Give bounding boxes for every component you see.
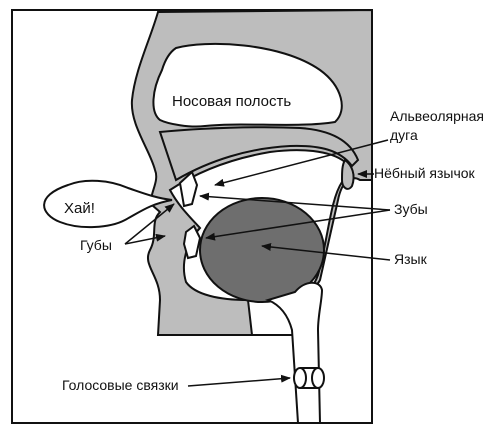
label-tongue: Язык [394,251,428,267]
label-nasal-cavity: Носовая полость [172,93,291,110]
vocal-cords-shape [293,367,325,389]
arrow-lips-lower [124,233,166,245]
arrow-teeth-upper [199,192,391,211]
pharynx [265,281,324,424]
upper-teeth [178,170,199,208]
palate [158,126,360,182]
label-vocal-cords: Голосовые связки [62,377,179,393]
nasal-cavity [152,42,343,128]
label-speech-bubble: Хай! [64,200,95,217]
label-lips: Губы [80,237,112,253]
arrow-tongue [261,243,391,261]
frame [11,9,373,424]
label-teeth: Зубы [394,201,428,217]
label-alveolar-ridge-2: дуга [390,127,418,143]
lower-teeth [182,224,202,260]
label-alveolar-ridge-1: Альвеолярная [390,108,484,124]
arrow-alveolar-ridge [214,139,389,187]
arrow-lips-upper [124,203,175,245]
label-uvula: Нёбный язычок [374,165,476,181]
speech-bubble [43,179,173,229]
uvula-shape [340,158,355,190]
arrow-teeth-lower [205,209,391,241]
arrow-vocal-cords [187,374,291,387]
